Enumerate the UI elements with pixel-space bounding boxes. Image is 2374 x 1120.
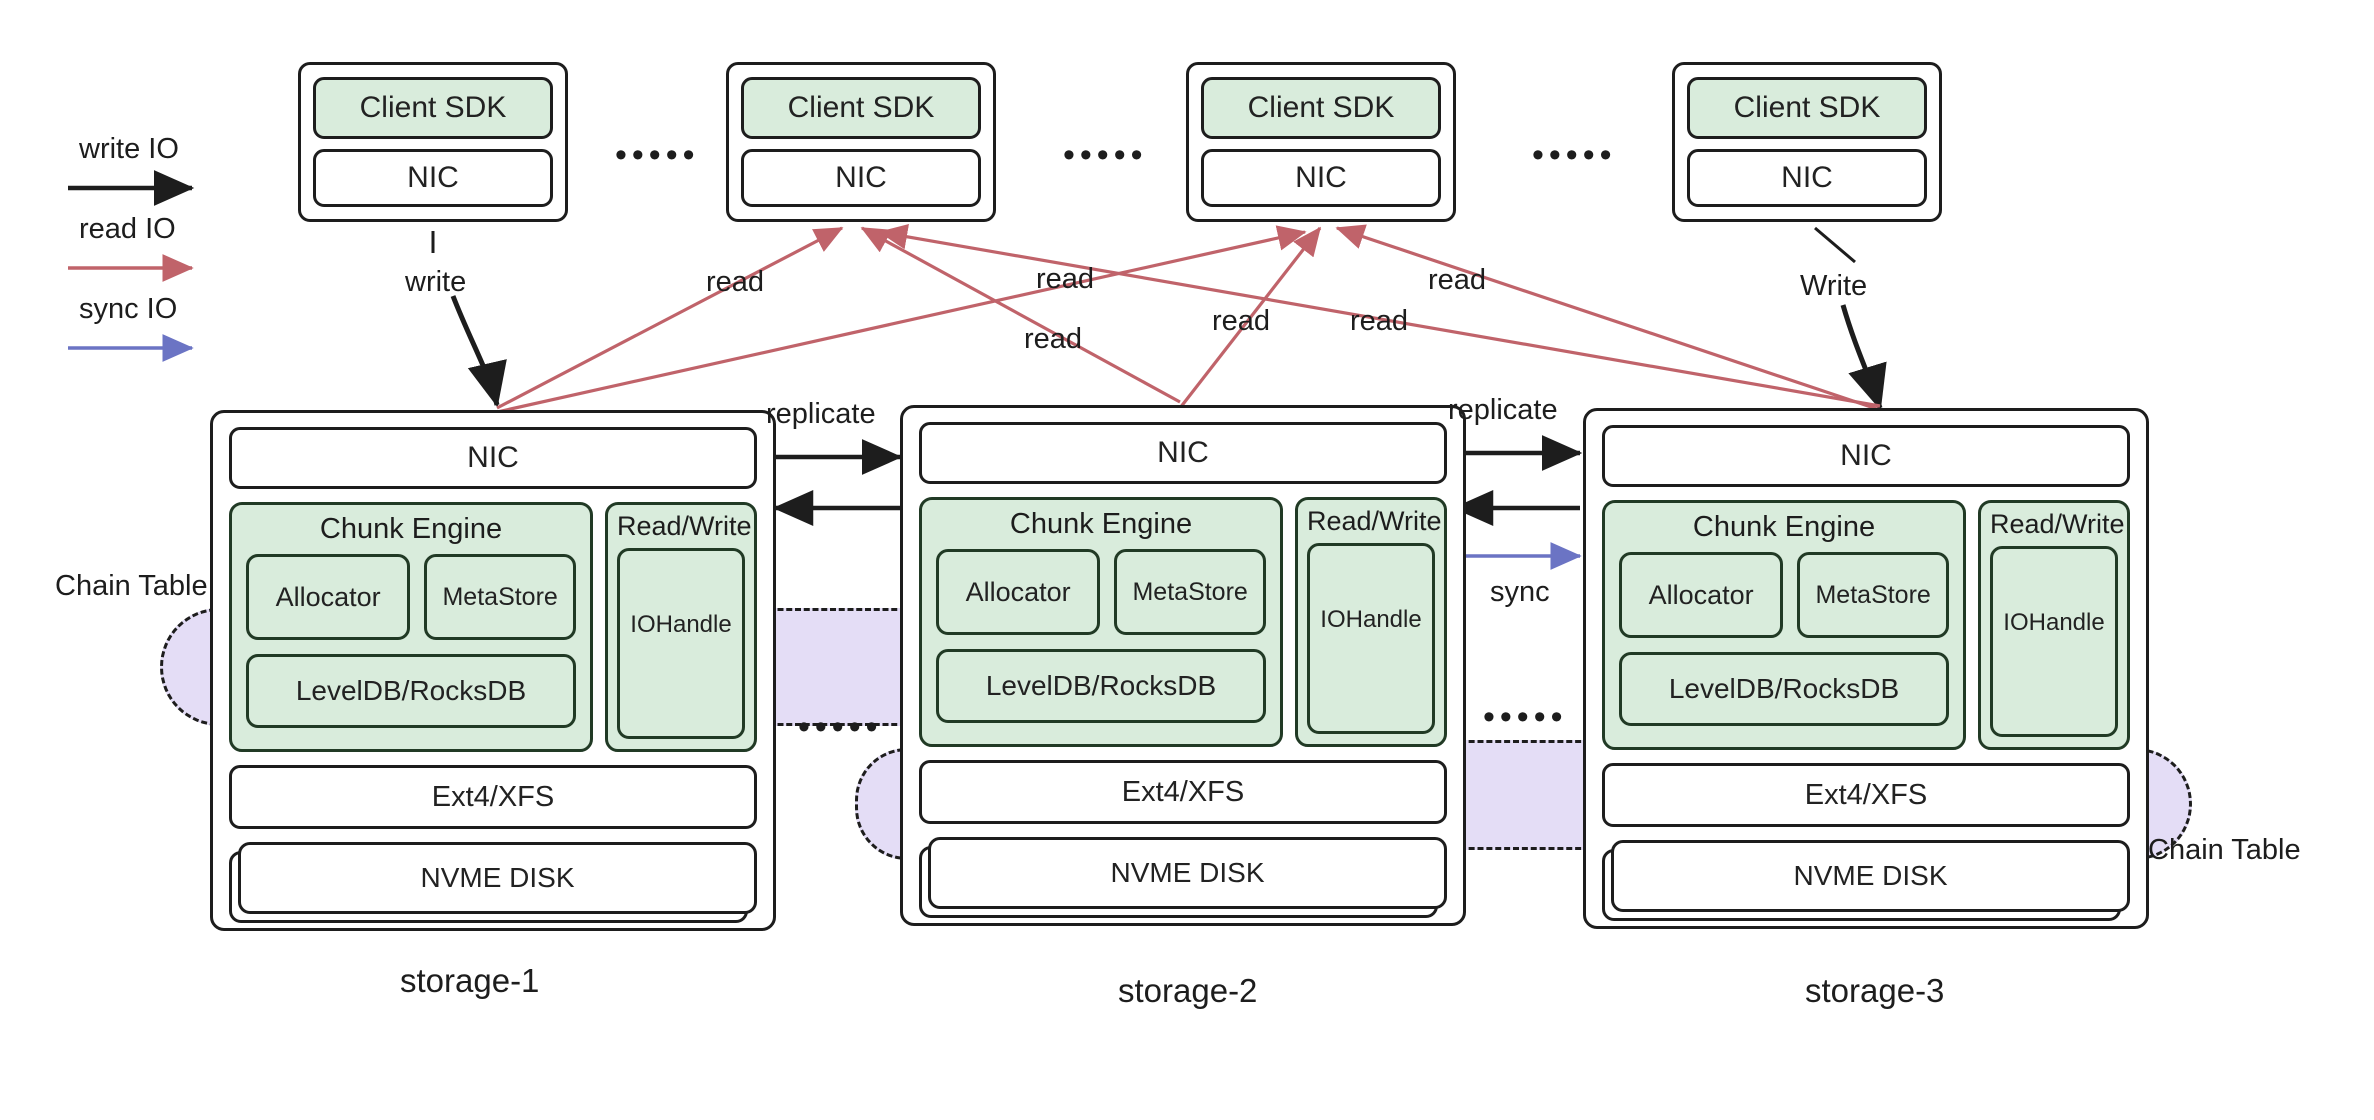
leveldb-rocksdb-box-3: LevelDB/RocksDB [1619, 652, 1949, 726]
iohandle-box-2: IOHandle [1307, 543, 1435, 734]
storage-label-3: storage-3 [1805, 972, 1945, 1009]
storage-engine-row-2: Chunk Engine Allocator MetaStore LevelDB… [919, 497, 1447, 747]
chain-separator-dots-mid: ••••• [798, 708, 883, 746]
edge-label-read-2: read [1036, 263, 1095, 295]
allocator-box-1: Allocator [246, 554, 411, 640]
filesystem-box-2: Ext4/XFS [919, 760, 1447, 824]
edge-label-replicate-1: replicate [766, 398, 876, 430]
metastore-box-1: MetaStore [424, 554, 576, 640]
chain-table-band-right [1442, 740, 1590, 850]
edge-label-read-5: read [1428, 264, 1487, 296]
read-write-box-3: Read/Write IOHandle [1978, 500, 2130, 750]
chunk-engine-title-1: Chunk Engine [319, 513, 503, 545]
read-write-title-1: Read/Write [617, 511, 752, 541]
chunk-engine-top-row-3: Allocator MetaStore [1619, 552, 1949, 638]
client-machine-1[interactable]: Client SDK NIC [298, 62, 568, 222]
client4-stub [1814, 226, 1856, 264]
edge-label-sync: sync [1490, 576, 1550, 608]
chunk-engine-top-row-2: Allocator MetaStore [936, 549, 1266, 635]
disk-stack-3: NVME DISK [1602, 840, 2130, 921]
client-sdk-box-4: Client SDK [1687, 77, 1927, 139]
client-nic-box-4: NIC [1687, 149, 1927, 207]
nvme-disk-box-1: NVME DISK [238, 842, 757, 914]
edge-label-write-right: Write [1800, 270, 1868, 302]
nvme-disk-box-2: NVME DISK [928, 837, 1447, 909]
allocator-box-2: Allocator [936, 549, 1101, 635]
read-arrow-4 [496, 225, 1307, 414]
edge-label-read-3: read [1024, 323, 1083, 355]
edge-label-read-1: read [706, 266, 765, 298]
edge-label-write-left: write [405, 266, 467, 298]
client-machine-3[interactable]: Client SDK NIC [1186, 62, 1456, 222]
chain-separator-dots-right: ••••• [1483, 698, 1568, 736]
chunk-engine-1: Chunk Engine Allocator MetaStore LevelDB… [229, 502, 593, 752]
storage-label-2: storage-2 [1118, 972, 1258, 1009]
filesystem-box-3: Ext4/XFS [1602, 763, 2130, 827]
client-sdk-box-1: Client SDK [313, 77, 553, 139]
legend-label-write-io: write IO [79, 133, 179, 165]
write-arrow-left [450, 295, 507, 408]
metastore-box-2: MetaStore [1114, 549, 1266, 635]
client-nic-box-3: NIC [1201, 149, 1441, 207]
client-sdk-box-2: Client SDK [741, 77, 981, 139]
storage-node-2[interactable]: NIC Chunk Engine Allocator MetaStore Lev… [900, 405, 1466, 926]
client-sdk-box-3: Client SDK [1201, 77, 1441, 139]
storage-engine-row-1: Chunk Engine Allocator MetaStore LevelDB… [229, 502, 757, 752]
read-write-title-3: Read/Write [1990, 509, 2125, 539]
read-arrow-1 [496, 226, 844, 410]
storage-engine-row-3: Chunk Engine Allocator MetaStore LevelDB… [1602, 500, 2130, 750]
client-nic-box-2: NIC [741, 149, 981, 207]
storage-node-1[interactable]: NIC Chunk Engine Allocator MetaStore Lev… [210, 410, 776, 931]
client-separator-dots-1: ••••• [615, 136, 700, 174]
chunk-engine-top-row-1: Allocator MetaStore [246, 554, 576, 640]
chain-table-band-left [760, 608, 906, 726]
legend-label-read-io: read IO [79, 213, 176, 245]
iohandle-box-3: IOHandle [1990, 546, 2118, 737]
read-write-box-2: Read/Write IOHandle [1295, 497, 1447, 747]
legend-label-sync-io: sync IO [79, 293, 178, 325]
write-arrow-right [1840, 304, 1887, 411]
chunk-engine-2: Chunk Engine Allocator MetaStore LevelDB… [919, 497, 1283, 747]
chain-table-label-right: Chain Table [2148, 834, 2301, 866]
edge-label-read-6: read [1350, 305, 1409, 337]
chunk-engine-title-3: Chunk Engine [1692, 511, 1876, 543]
read-write-title-2: Read/Write [1307, 506, 1442, 536]
disk-stack-1: NVME DISK [229, 842, 757, 923]
storage-nic-2: NIC [919, 422, 1447, 484]
filesystem-box-1: Ext4/XFS [229, 765, 757, 829]
storage-node-3[interactable]: NIC Chunk Engine Allocator MetaStore Lev… [1583, 408, 2149, 929]
metastore-box-3: MetaStore [1797, 552, 1949, 638]
client-machine-4[interactable]: Client SDK NIC [1672, 62, 1942, 222]
allocator-box-3: Allocator [1619, 552, 1784, 638]
chain-table-label-left: Chain Table [55, 570, 208, 602]
edge-label-replicate-2: replicate [1448, 394, 1558, 426]
client-separator-dots-2: ••••• [1063, 136, 1148, 174]
client-machine-2[interactable]: Client SDK NIC [726, 62, 996, 222]
leveldb-rocksdb-box-2: LevelDB/RocksDB [936, 649, 1266, 723]
storage-nic-3: NIC [1602, 425, 2130, 487]
read-arrow-6 [1335, 224, 1881, 412]
nvme-disk-box-3: NVME DISK [1611, 840, 2130, 912]
leveldb-rocksdb-box-1: LevelDB/RocksDB [246, 654, 576, 728]
storage-node-label-1: storage-1 [400, 962, 540, 999]
client-separator-dots-3: ••••• [1532, 136, 1617, 174]
disk-stack-2: NVME DISK [919, 837, 1447, 918]
edge-label-read-4: read [1212, 305, 1271, 337]
read-arrow-2 [860, 226, 1181, 404]
read-write-box-1: Read/Write IOHandle [605, 502, 757, 752]
iohandle-box-1: IOHandle [617, 548, 745, 739]
client-nic-box-1: NIC [313, 149, 553, 207]
storage-nic-1: NIC [229, 427, 757, 489]
chunk-engine-title-2: Chunk Engine [1009, 508, 1193, 540]
chunk-engine-3: Chunk Engine Allocator MetaStore LevelDB… [1602, 500, 1966, 750]
